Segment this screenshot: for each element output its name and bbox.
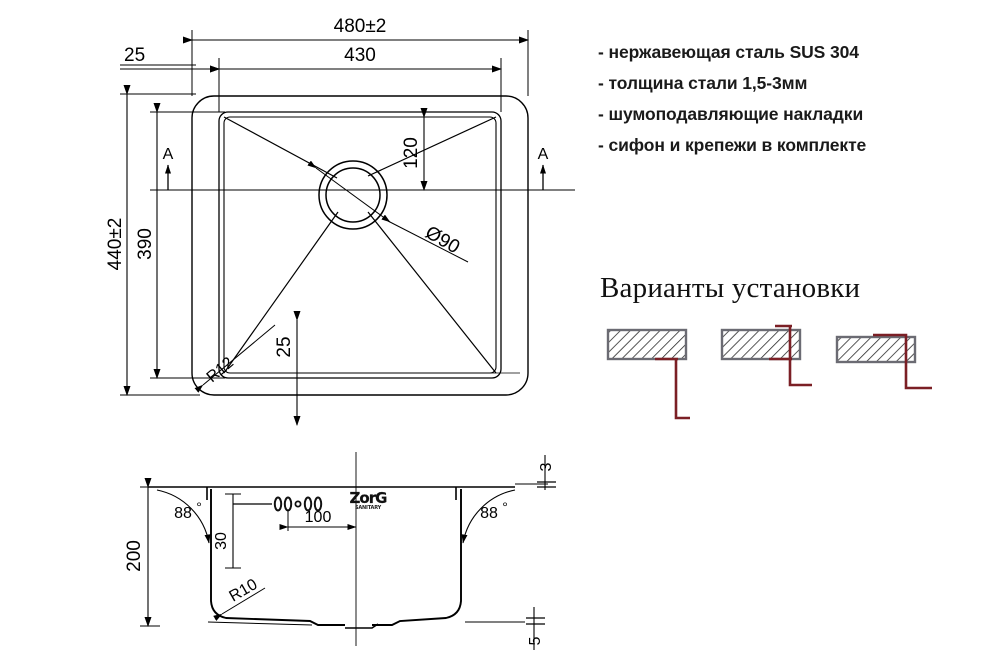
dim-drain-offset-top-text: 120 — [401, 137, 422, 169]
dim-bottom-offset-text: 25 — [274, 336, 295, 357]
dim-drain-diameter-text: Ø90 — [422, 222, 464, 258]
brand-logo-name: ZorG — [349, 489, 387, 507]
dim-overflow-offset-text: 30 — [213, 532, 230, 550]
section-mark-right-label: A — [538, 146, 549, 163]
dim-corner-radius-text: R12 — [204, 354, 237, 386]
section-wall-left-inner — [207, 621, 313, 626]
dim-rim-thickness: 3 — [515, 455, 556, 490]
spec-list: - нержавеющая сталь SUS 304 - толщина ст… — [598, 42, 990, 168]
dim-angle-right-degree: ° — [502, 499, 508, 515]
dim-angle-left-degree: ° — [196, 499, 202, 515]
dim-corner-radius: R12 — [194, 324, 276, 393]
dim-angle-left-text: 88 — [174, 505, 192, 522]
dim-drain-diameter: Ø90 — [307, 160, 469, 263]
dim-section-depth-text: 200 — [124, 540, 145, 572]
install-variant-undermount — [606, 328, 690, 420]
dim-section-depth: 200 — [124, 478, 160, 627]
section-mark-left-label: A — [163, 146, 174, 163]
dim-bottom-thickness: 5 — [526, 607, 545, 650]
dim-bottom-radius: R10 — [213, 576, 266, 621]
install-variant-topmount — [835, 333, 932, 390]
dim-overflow-spacing: 100 — [279, 509, 357, 531]
dim-angle-left: 88 ° — [156, 489, 211, 544]
dim-rim-thickness-text: 3 — [538, 462, 555, 471]
dim-angle-right-text: 88 — [480, 505, 498, 522]
section-basin-bottom — [345, 623, 379, 629]
dim-overflow-spacing-text: 100 — [305, 509, 332, 526]
dim-overall-height: 440±2 — [105, 85, 131, 396]
spec-item-siphon: - сифон и крепежи в комплекте — [598, 135, 867, 155]
dim-bottom-offset: 25 — [250, 311, 520, 426]
dim-bottom-thickness-text: 5 — [527, 636, 544, 645]
dim-overall-width: 480±2 — [183, 16, 529, 44]
section-mark-left: A — [163, 146, 174, 190]
dim-drain-offset-top: 120 — [390, 108, 428, 191]
bowl-slope-lines — [223, 116, 497, 374]
overflow-slots — [233, 496, 323, 512]
sink-outer-rim — [191, 95, 529, 396]
dim-left-margin: 25 — [120, 45, 220, 73]
sink-bowl-opening — [218, 111, 502, 379]
dim-inner-width-text: 430 — [344, 45, 376, 66]
dim-inner-height: 390 — [135, 103, 161, 379]
brand-logo-tagline: SANITARY — [354, 505, 381, 511]
spec-item-thickness: - толщина стали 1,5-3мм — [598, 73, 808, 93]
dim-overall-width-text: 480±2 — [334, 16, 387, 37]
dim-inner-width: 430 — [210, 45, 502, 73]
dim-inner-height-text: 390 — [135, 228, 156, 260]
section-wall-right — [372, 489, 462, 626]
dim-left-margin-text: 25 — [124, 45, 145, 66]
dim-overflow-offset: 30 — [213, 493, 241, 569]
spec-item-material: - нержавеющая сталь SUS 304 — [598, 42, 859, 62]
install-options-title: Варианты установки — [600, 272, 861, 304]
brand-logo: ZorG SANITARY — [340, 488, 396, 514]
install-variant-flushmount — [720, 324, 812, 387]
spec-item-soundpads: - шумоподавляющие накладки — [598, 104, 864, 124]
dim-angle-right: 88 ° — [461, 489, 516, 544]
section-mark-right: A — [538, 146, 549, 190]
dim-overall-height-text: 440±2 — [105, 218, 126, 271]
